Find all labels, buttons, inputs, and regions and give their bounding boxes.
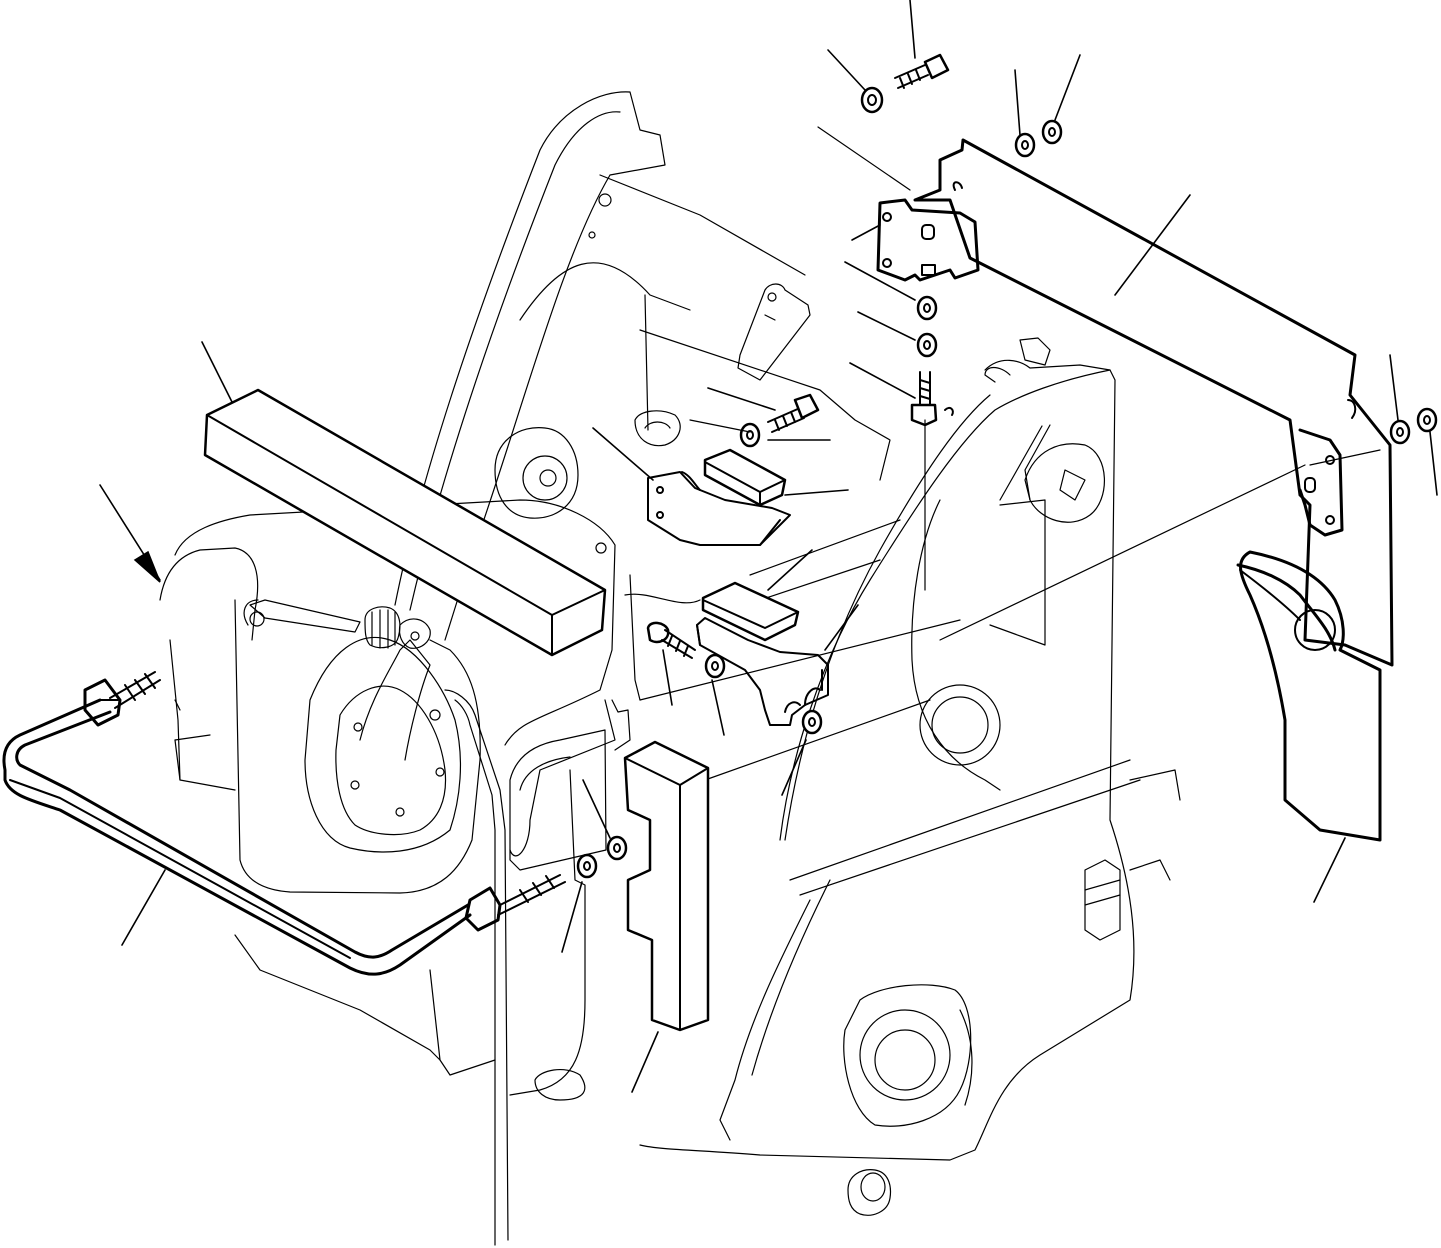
- leader-nut-plate: [1054, 54, 1081, 121]
- bracket-lower: [696, 617, 829, 726]
- leader-washer-mid-2: [857, 311, 916, 341]
- arrowhead-icon: [133, 550, 161, 583]
- washers-nuts: [576, 86, 1438, 879]
- leader-pad-lower: [767, 549, 813, 591]
- leader-bolt-vertical: [849, 362, 916, 399]
- leader-bolt-top: [909, 0, 916, 59]
- leader-strap: [121, 869, 166, 946]
- leader-washer-strap: [582, 779, 611, 839]
- leader-nut-right: [1429, 431, 1438, 496]
- leader-bolt-upper: [707, 387, 776, 411]
- leader-washer-plate: [1014, 69, 1021, 136]
- bolt-top: [894, 53, 950, 89]
- leader-bracket-lower: [824, 604, 859, 651]
- leader-washer-lower: [711, 679, 725, 736]
- leader-washer-lower-2: [781, 739, 807, 796]
- bolt-lower-bracket: [646, 621, 696, 659]
- retaining-strap: [2, 671, 566, 976]
- bolt-vertical: [910, 371, 938, 427]
- leader-pad-upper: [784, 489, 849, 496]
- cover-plate: [876, 138, 1394, 842]
- leader-washer-mid: [844, 261, 916, 301]
- leader-washer-right: [1389, 354, 1399, 421]
- leader-bracket: [851, 224, 881, 241]
- tank-housing: [159, 499, 631, 1246]
- pad-upper: [703, 448, 787, 507]
- leader-lower-cover: [1313, 837, 1346, 903]
- callout-leaders: [99, 0, 1438, 1093]
- leader-washer-top: [827, 49, 866, 91]
- insulation-block-bottom: [623, 740, 710, 1032]
- leader-nut-strap: [561, 881, 583, 953]
- leader-bolt-lower: [662, 649, 673, 706]
- leader-cover-plate: [1114, 194, 1191, 296]
- pad-lower: [701, 581, 800, 642]
- bolt-upper-bracket: [767, 393, 820, 433]
- bracket-upper: [647, 471, 791, 546]
- assembly-lines: [689, 126, 1381, 646]
- leader-insulation-bottom: [631, 1031, 659, 1093]
- leader-bracket-upper: [592, 427, 654, 481]
- insulation-block-top: [203, 388, 607, 657]
- leader-insulation-top: [201, 341, 233, 403]
